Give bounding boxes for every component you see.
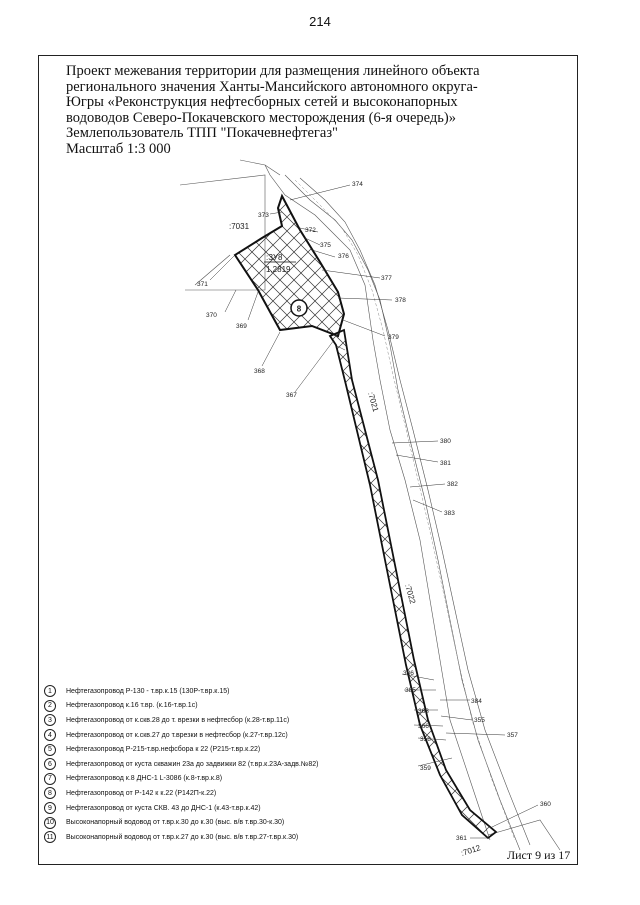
legend-number: 7 — [44, 772, 56, 785]
legend-text: Нефтегазопровод от куста СКВ. 43 до ДНС-… — [66, 804, 261, 812]
point-label: 355 — [474, 717, 485, 724]
title-line: регионального значения Ханты-Мансийского… — [66, 78, 478, 95]
title-line: Масштаб 1:3 000 — [66, 140, 171, 157]
legend: 1 Нефтегазопровод Р-130 - т.вр.к.15 (130Р… — [44, 684, 404, 845]
parcel-label: :ЗУ8 — [266, 253, 283, 262]
legend-item: 4 Нефтегазопровод от к.скв.27 до т.врезки… — [44, 728, 404, 743]
point-label: 386 — [403, 670, 414, 677]
title-line: водоводов Северо-Покачевского месторожде… — [66, 109, 456, 126]
point-label: 368 — [254, 368, 265, 375]
legend-number: 10 — [44, 816, 56, 829]
legend-item: 7 Нефтегазопровод к.8 ДНС-1 L-3086 (к.8-т… — [44, 772, 404, 787]
legend-item: 6 Нефтегазопровод от куста скважин 23а до… — [44, 757, 404, 772]
legend-number: 9 — [44, 802, 56, 815]
legend-text: Нефтегазопровод от к.скв.28 до т. врезки… — [66, 716, 290, 724]
point-label: 385 — [405, 687, 416, 694]
block-label: :7021 — [366, 391, 380, 413]
legend-text: Нефтегазопровод от к.скв.27 до т.врезки … — [66, 731, 288, 739]
block-boundaries — [179, 159, 561, 851]
point-label: 373 — [258, 212, 269, 219]
legend-number: 8 — [44, 787, 56, 800]
point-label: 384 — [471, 698, 482, 705]
point-label: 369 — [236, 323, 247, 330]
point-label: 376 — [338, 253, 349, 260]
point-label: 363 — [418, 708, 429, 715]
point-label: 372 — [305, 227, 316, 234]
legend-text: Высоконапорный водовод от т.вр.к.27 до к… — [66, 833, 299, 841]
legend-item: 9 Нефтегазопровод от куста СКВ. 43 до ДНС… — [44, 801, 404, 816]
point-label: 382 — [447, 481, 458, 488]
block-label: :7012 — [460, 843, 482, 858]
legend-text: Нефтегазопровод от Р-142 к к.22 (Р142П-к… — [66, 789, 217, 797]
legend-item: 3 Нефтегазопровод от к.скв.28 до т. врезк… — [44, 713, 404, 728]
point-label: 359 — [420, 765, 431, 772]
point-label: 360 — [540, 801, 551, 808]
block-label: :7031 — [229, 222, 250, 231]
point-label: 361 — [456, 835, 467, 842]
sheet-number: Лист 9 из 17 — [507, 848, 571, 862]
legend-number: 6 — [44, 758, 56, 771]
point-label: 371 — [197, 281, 208, 288]
legend-item: 8 Нефтегазопровод от Р-142 к к.22 (Р142П-… — [44, 786, 404, 801]
parcel-area: 1,2819 — [266, 265, 291, 274]
legend-text: Нефтегазопровод к.8 ДНС-1 L-3086 (к.8-т.… — [66, 775, 223, 783]
legend-item: 10 Высоконапорный водовод от т.вр.к.30 до… — [44, 815, 404, 830]
point-label: 380 — [440, 438, 451, 445]
point-label: 358 — [420, 736, 431, 743]
point-label: 379 — [388, 334, 399, 341]
legend-number: 3 — [44, 714, 56, 727]
legend-text: Высоконапорный водовод от т.вр.к.30 до к… — [66, 819, 285, 827]
drawing-frame — [38, 55, 578, 865]
point-labels: 374 373 372 375 376 377 378 371 379 370 … — [197, 181, 551, 842]
legend-number: 2 — [44, 699, 56, 712]
legend-item: 5 Нефтегазопровод Р-215-т.вр.нефсбора к 2… — [44, 742, 404, 757]
legend-item: 2 Нефтегазопровод к.16 т.вр. (к.16-т.вр.1… — [44, 699, 404, 714]
point-label: 378 — [395, 297, 406, 304]
parcel-zu8 — [233, 193, 346, 338]
point-label: 377 — [381, 275, 392, 282]
legend-text: Нефтегазопровод от куста скважин 23а до … — [66, 760, 319, 768]
legend-number: 11 — [44, 831, 56, 844]
legend-number: 5 — [44, 743, 56, 756]
point-label: 367 — [286, 392, 297, 399]
page-number: 214 — [309, 14, 331, 29]
drawing-title: Проект межевания территории для размещен… — [66, 63, 526, 157]
legend-text: Нефтегазопровод Р-215-т.вр.нефсбора к 22… — [66, 746, 261, 754]
point-label: 370 — [206, 312, 217, 319]
point-label: 374 — [352, 181, 363, 188]
point-leaders — [209, 184, 539, 839]
parcel-marker-circle — [290, 299, 308, 317]
title-line: Землепользователь ТПП "Покачевнефтегаз" — [66, 125, 338, 141]
legend-item: 11 Высоконапорный водовод от т.вр.к.27 до… — [44, 830, 404, 845]
legend-text: Нефтегазопровод Р-130 - т.вр.к.15 (130Р-… — [66, 687, 230, 695]
point-label: 357 — [507, 732, 518, 739]
parcel-marker-number: 8 — [297, 305, 302, 314]
block-label: :7022 — [403, 583, 417, 605]
title-line: Югры «Реконструкция нефтесборных сетей и… — [66, 94, 458, 110]
legend-number: 1 — [44, 685, 56, 698]
legend-item: 1 Нефтегазопровод Р-130 - т.вр.к.15 (130Р… — [44, 684, 404, 699]
legend-number: 4 — [44, 729, 56, 742]
legend-text: Нефтегазопровод к.16 т.вр. (к.16-т.вр.1с… — [66, 702, 198, 710]
pipeline-corridor — [328, 328, 498, 840]
point-label: 375 — [320, 242, 331, 249]
point-label: 366 — [418, 723, 429, 730]
point-label: 383 — [444, 510, 455, 517]
title-line: Проект межевания территории для размещен… — [66, 63, 480, 79]
point-label: 381 — [440, 460, 451, 467]
